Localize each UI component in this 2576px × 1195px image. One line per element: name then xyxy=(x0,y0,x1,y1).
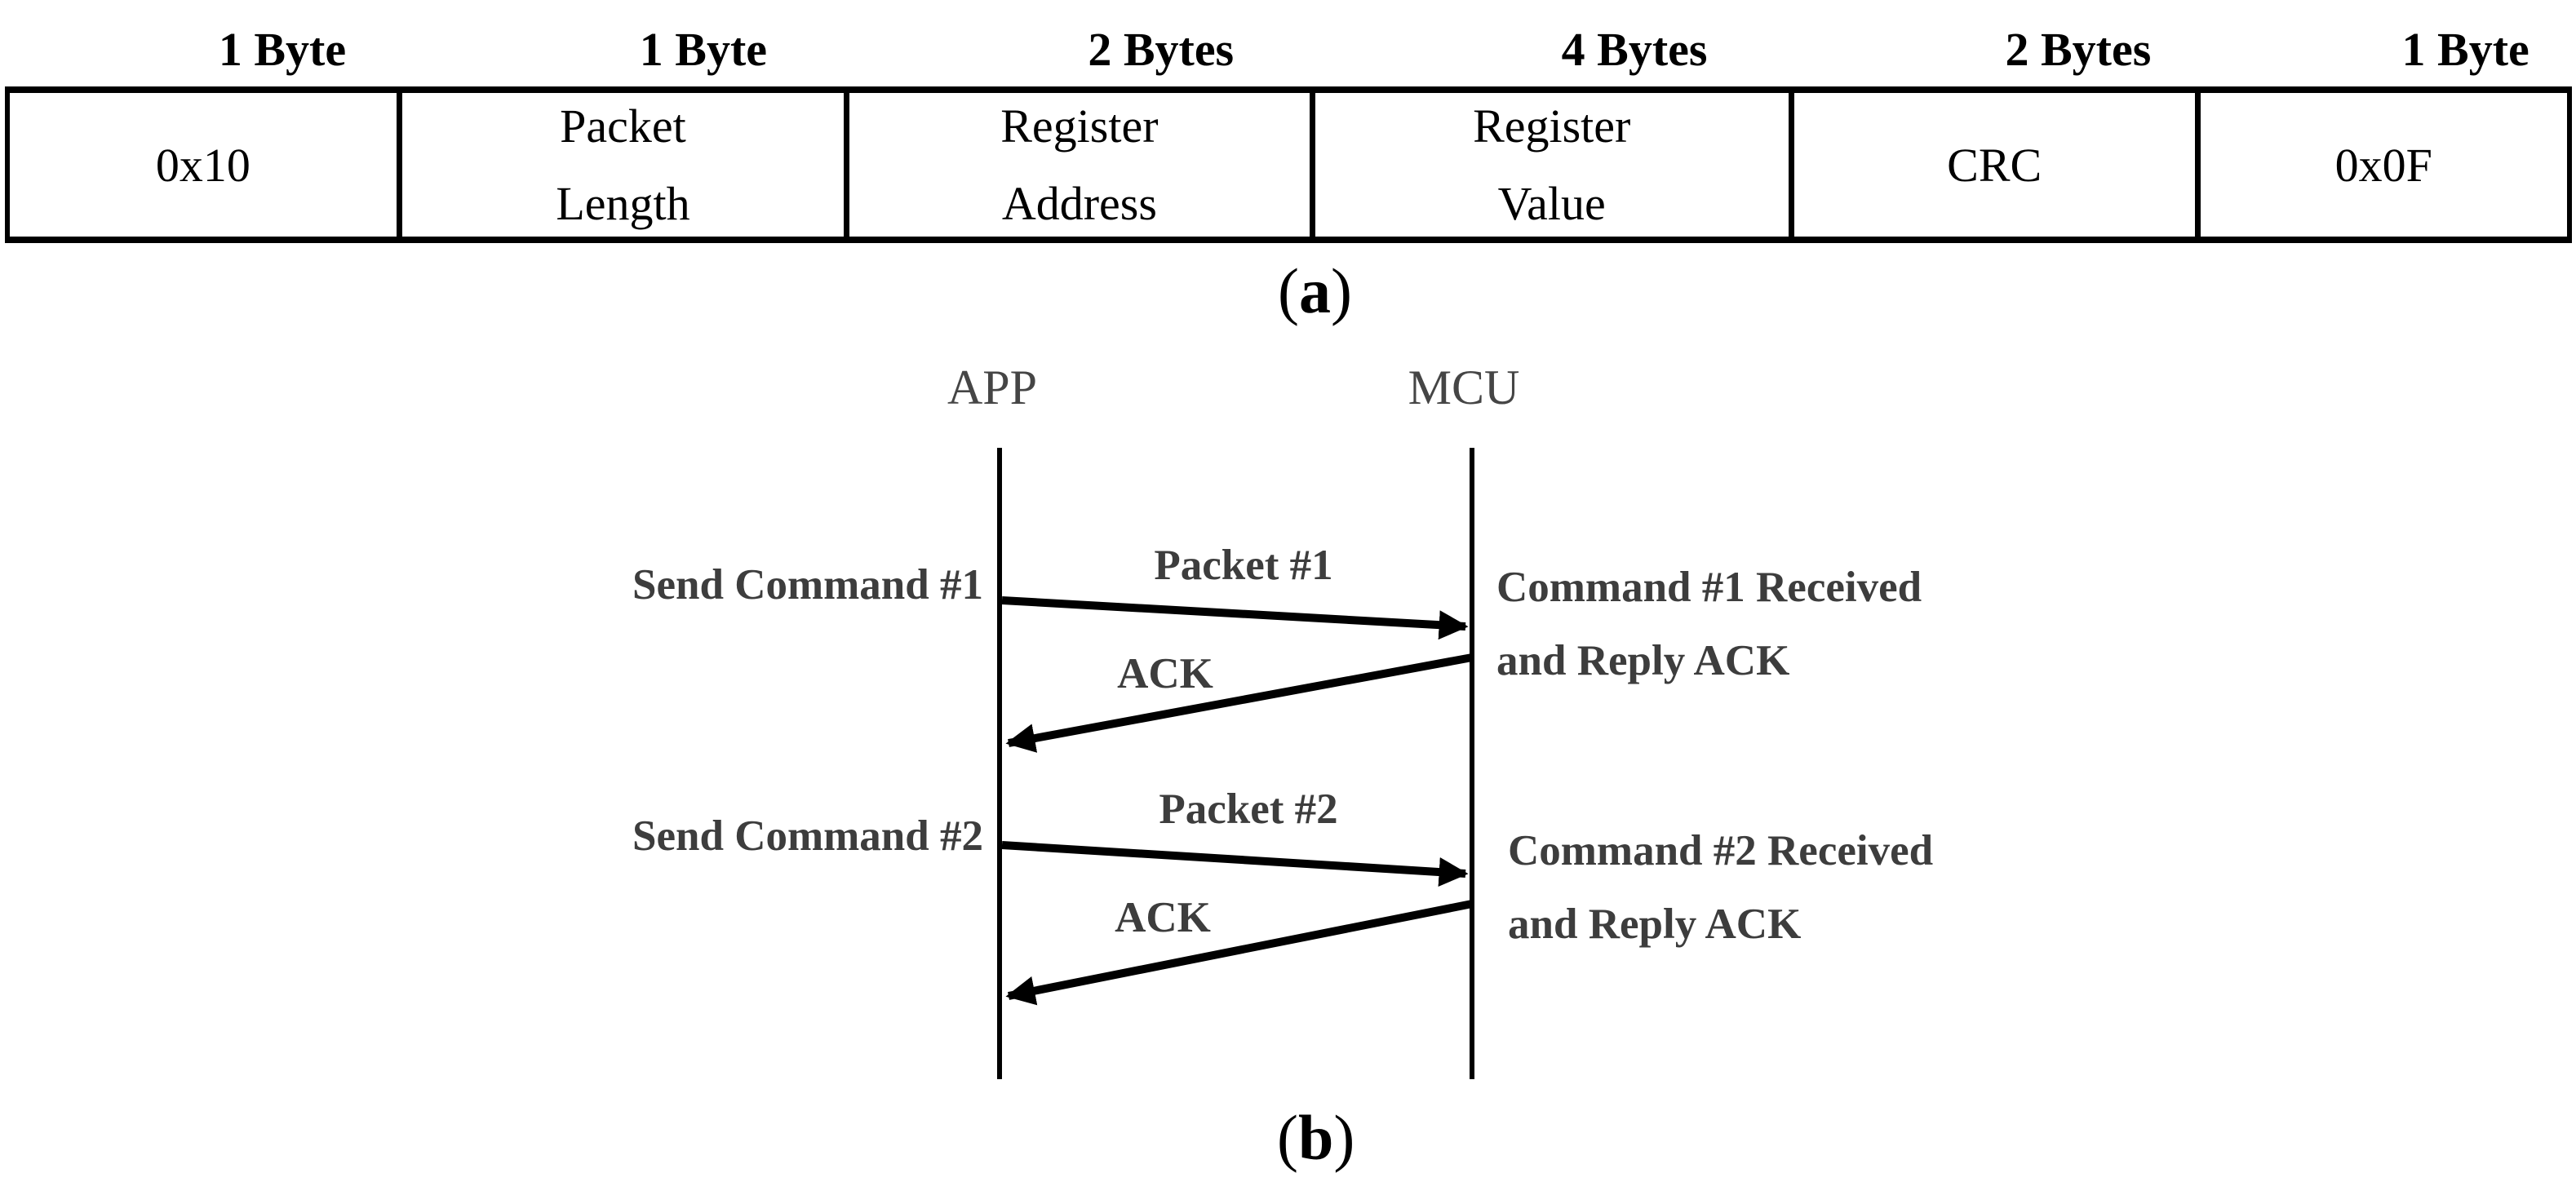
caption-a-close: ) xyxy=(1330,255,1352,326)
byte-size-header-row: 1 Byte 1 Byte 2 Bytes 4 Bytes 2 Bytes 1 … xyxy=(86,15,2576,83)
lifeline-app xyxy=(997,448,1002,1079)
cell-crc: CRC xyxy=(1794,93,2201,237)
send-command-2-label: Send Command #2 xyxy=(632,812,983,860)
send-command-1-label: Send Command #1 xyxy=(632,561,983,609)
packet-structure-table: 0x10 Packet Length Register Address Regi… xyxy=(5,86,2572,243)
command-1-received-label: Command #1 Received and Reply ACK xyxy=(1496,564,1922,684)
byte-size-header: 1 Byte xyxy=(218,22,347,76)
command-2-received-label: Command #2 Received and Reply ACK xyxy=(1508,827,1934,948)
cell-register-value: Register Value xyxy=(1315,93,1794,237)
byte-size-header: 1 Byte xyxy=(639,22,768,76)
ack2-arrow xyxy=(1005,900,1473,1006)
caption-a-letter: a xyxy=(1298,255,1331,326)
actor-label-mcu: MCU xyxy=(1408,361,1520,414)
packet2-arrow xyxy=(1001,841,1469,887)
caption-a: (a) xyxy=(1278,254,1352,328)
byte-size-header: 4 Bytes xyxy=(1561,22,1708,76)
packet-1-label: Packet #1 xyxy=(1154,542,1333,589)
cell-register-address: Register Address xyxy=(849,93,1315,237)
packet-2-label: Packet #2 xyxy=(1159,786,1338,833)
byte-size-header: 1 Byte xyxy=(2401,22,2529,76)
actor-label-app: APP xyxy=(947,361,1038,414)
lifeline-mcu xyxy=(1470,448,1474,1079)
ack-2-label: ACK xyxy=(1115,894,1211,941)
byte-size-header: 2 Bytes xyxy=(1088,22,1235,76)
ack-1-label: ACK xyxy=(1117,650,1213,697)
caption-b-close: ) xyxy=(1333,1102,1355,1173)
ack1-arrow xyxy=(1005,653,1473,753)
cell-start-byte: 0x10 xyxy=(10,93,402,237)
caption-a-open: ( xyxy=(1278,255,1299,326)
caption-b: (b) xyxy=(1277,1101,1355,1175)
byte-size-header: 2 Bytes xyxy=(2005,22,2152,76)
packet1-arrow xyxy=(1001,596,1469,640)
caption-b-letter: b xyxy=(1297,1102,1334,1173)
cell-packet-length: Packet Length xyxy=(402,93,850,237)
caption-b-open: ( xyxy=(1277,1102,1298,1173)
cell-end-byte: 0x0F xyxy=(2334,138,2432,192)
